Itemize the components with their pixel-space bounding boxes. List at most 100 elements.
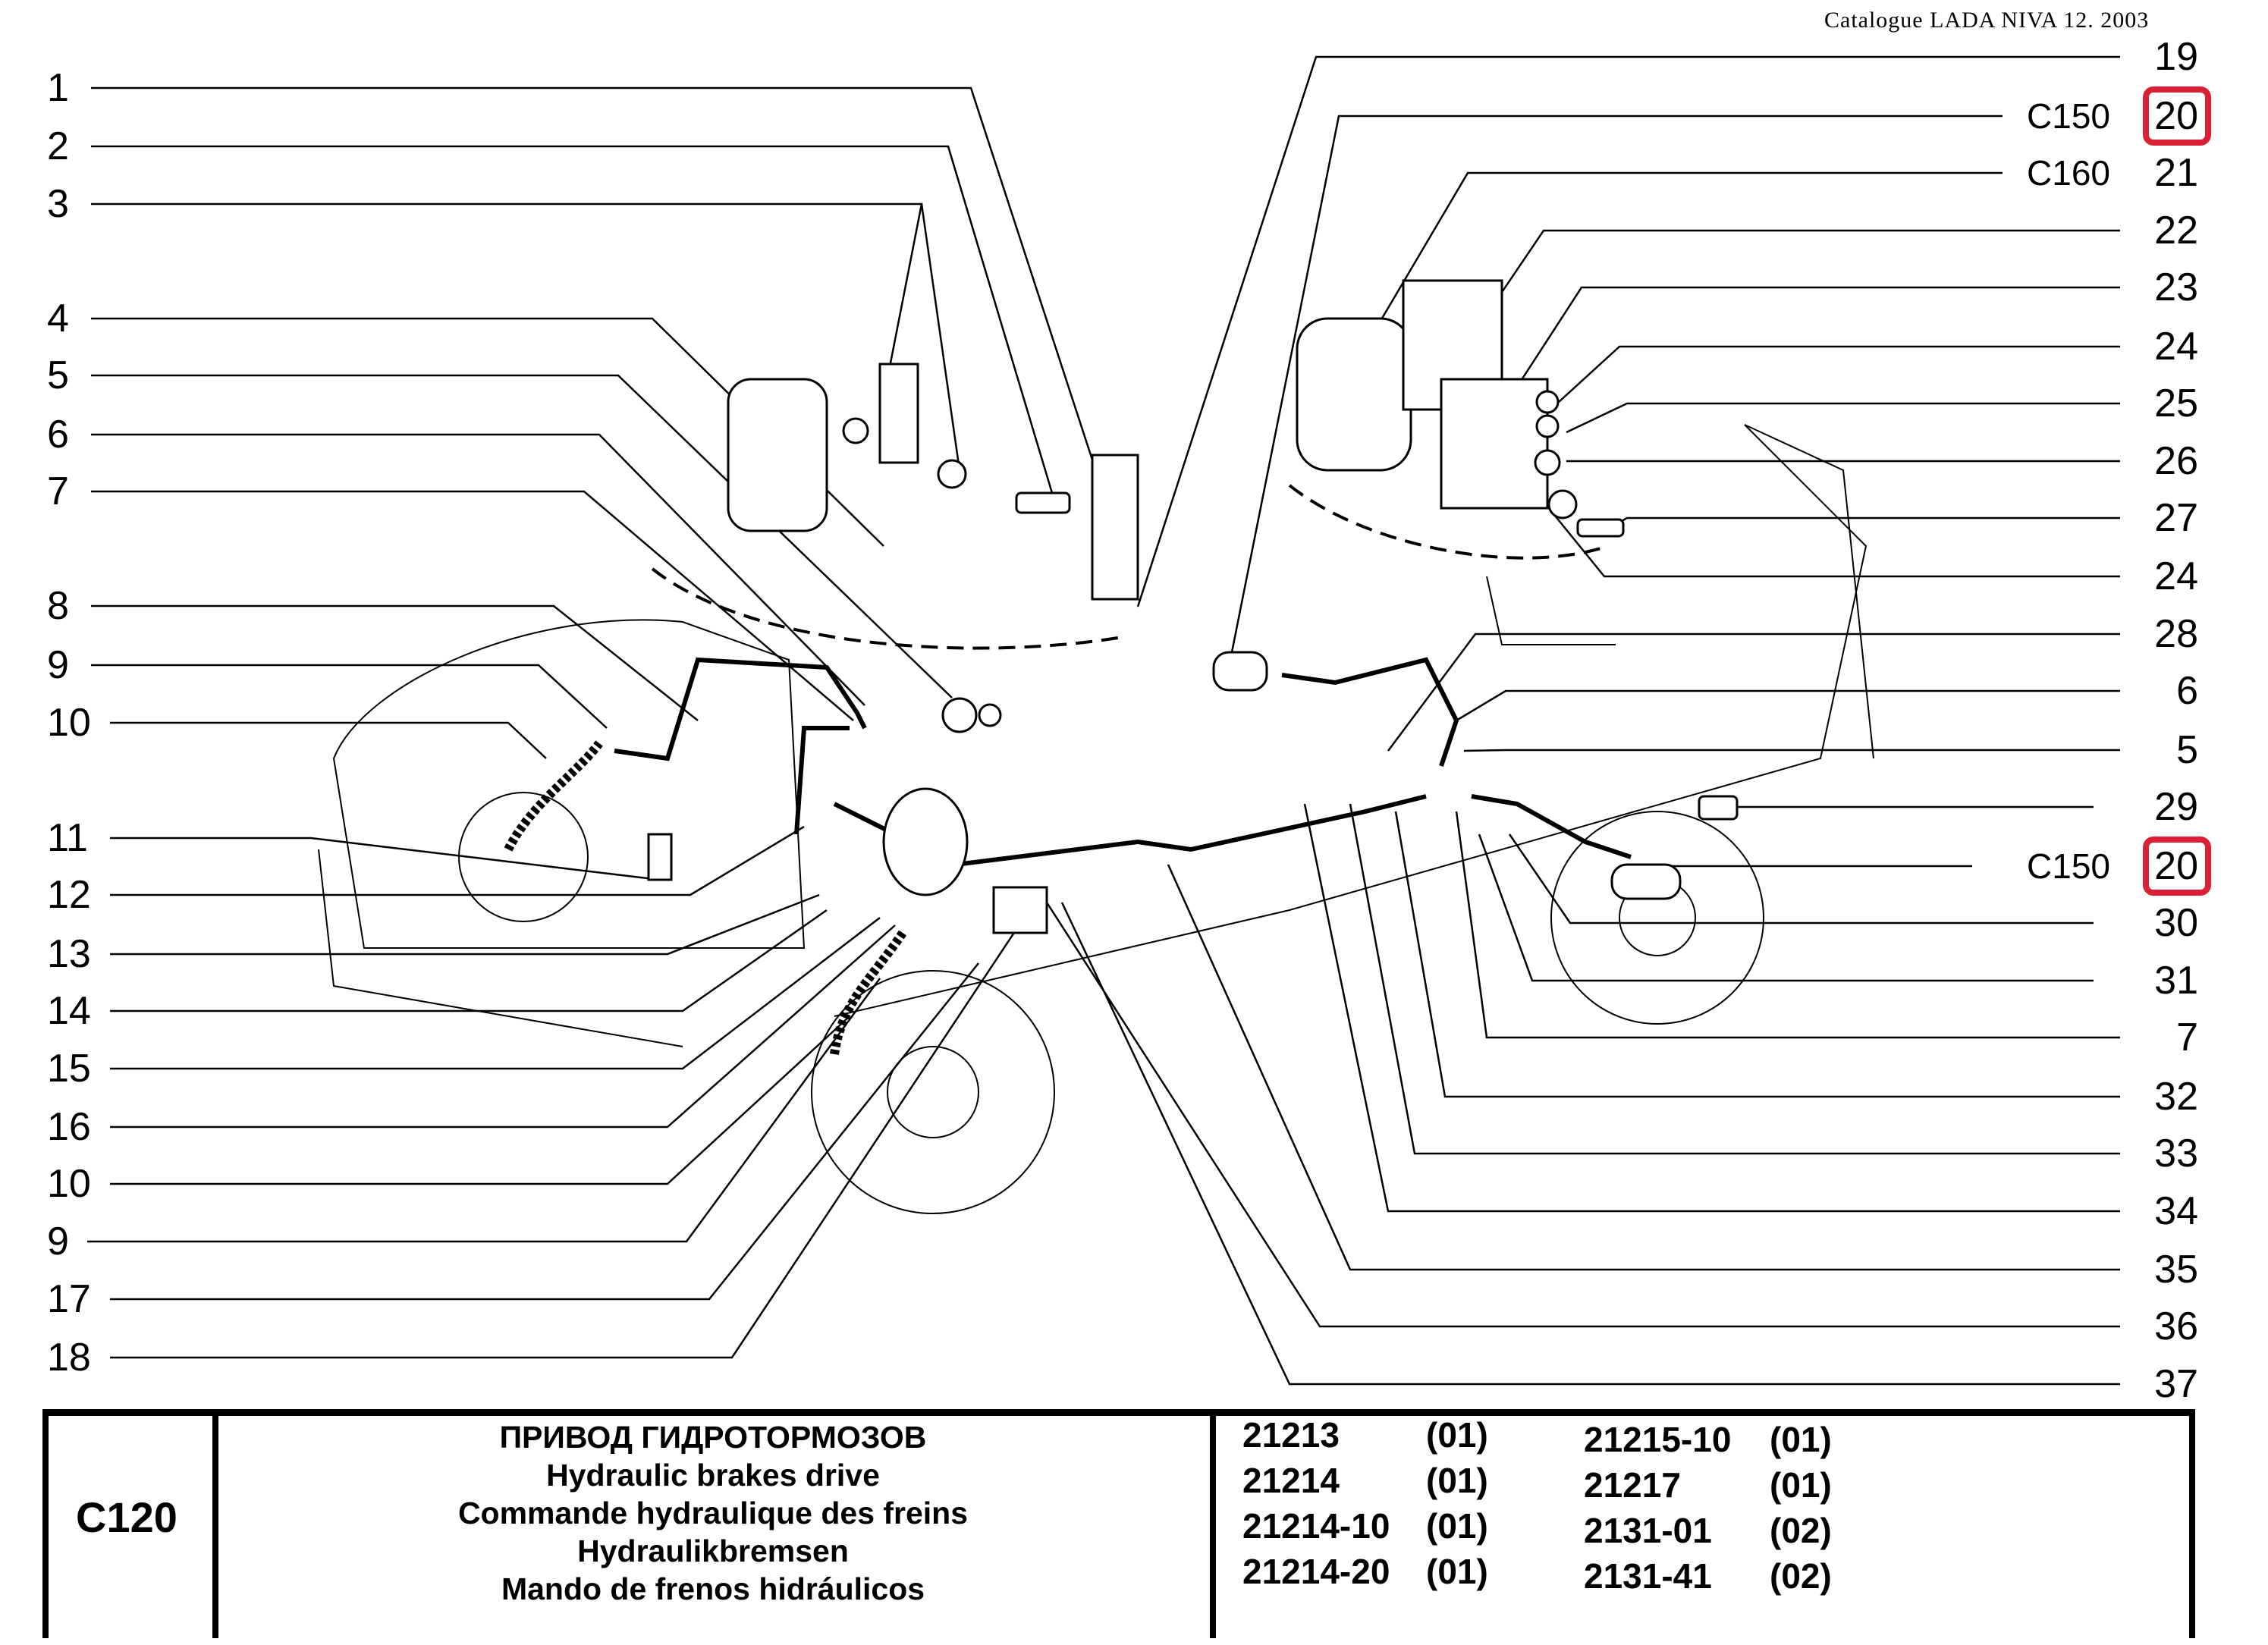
leader-34 — [1303, 803, 2120, 1213]
grommet-icon — [941, 697, 978, 733]
leader-11 — [110, 837, 661, 881]
leader-17 — [110, 962, 979, 1301]
highlight-box — [2143, 86, 2211, 146]
model-variant: (02) — [1770, 1511, 1832, 1550]
model-row: 21213 (01) — [1242, 1412, 1488, 1458]
part-label: 17 — [47, 1277, 91, 1321]
part-label: 7 — [2176, 1016, 2198, 1060]
bushing-icon-2 — [937, 459, 967, 489]
part-label: 34 — [2154, 1189, 2198, 1233]
title-de: Hydraulikbremsen — [577, 1534, 849, 1568]
vacuum-booster-icon — [882, 787, 969, 896]
pressure-regulator-icon — [1296, 317, 1412, 472]
model-variant: (01) — [1770, 1465, 1832, 1505]
part-label: 5 — [2176, 728, 2198, 772]
part-label: 11 — [47, 816, 88, 860]
part-label: 25 — [2154, 381, 2198, 425]
model-number: 21214 — [1242, 1461, 1340, 1500]
title-block-border-left — [42, 1409, 49, 1638]
model-row: 21217(01) — [1584, 1462, 1832, 1508]
bracket-plate-icon — [1440, 378, 1549, 510]
part-label: 7 — [47, 469, 69, 513]
model-row: 2131-01(02) — [1584, 1508, 1832, 1553]
part-label: 12 — [47, 873, 91, 917]
hoses — [504, 740, 906, 1055]
part-label: 26 — [2154, 439, 2198, 483]
leader-3b — [920, 203, 961, 471]
part-label: 9 — [47, 1220, 69, 1264]
detail-callout-arcs — [651, 484, 1609, 650]
model-variant: (01) — [1770, 1420, 1832, 1459]
part-label: 31 — [2154, 959, 2198, 1003]
model-list-1: 21213 (01) 21214 (01) 21214-10 (01) 21214-2… — [1242, 1412, 1488, 1594]
title-block — [42, 1409, 2194, 1645]
model-number: 21214-20 — [1242, 1552, 1390, 1591]
leader-32 — [1394, 811, 2120, 1098]
leader-2 — [91, 145, 1056, 501]
model-number: 21214-10 — [1242, 1506, 1390, 1546]
components — [647, 279, 1739, 934]
highlight-box — [2143, 837, 2211, 896]
leader-37 — [1060, 902, 2120, 1386]
leader-9b — [87, 978, 881, 1243]
model-variant: (01) — [1426, 1461, 1488, 1500]
model-row: 21214 (01) — [1242, 1458, 1488, 1503]
leader-15 — [110, 917, 881, 1070]
part-label: 6 — [2176, 669, 2198, 713]
part-label: 28 — [2154, 612, 2198, 656]
model-row: 21214-10 (01) — [1242, 1503, 1488, 1549]
leader-36 — [1045, 902, 2120, 1328]
cross-reference[interactable]: C160 — [2027, 153, 2110, 193]
cross-reference[interactable]: C150 — [2027, 96, 2110, 136]
model-number: 21213 — [1242, 1415, 1340, 1455]
leader-13 — [110, 893, 820, 956]
model-number: 2131-41 — [1584, 1556, 1712, 1596]
model-variant: (01) — [1426, 1506, 1488, 1546]
part-label: 37 — [2154, 1362, 2198, 1406]
leader-28 — [1387, 633, 2120, 752]
master-cylinder-icon — [727, 378, 828, 532]
part-label: 6 — [47, 413, 69, 457]
leader-6r — [1456, 689, 2120, 722]
part-label: 16 — [47, 1105, 91, 1149]
part-label: 27 — [2154, 496, 2198, 540]
leader-24b — [1554, 515, 2120, 578]
bracket-lever-icon — [1091, 454, 1139, 601]
part-label: 13 — [47, 932, 91, 976]
part-label: 33 — [2154, 1132, 2198, 1176]
part-label: 32 — [2154, 1075, 2198, 1119]
section-titles: ПРИВОД ГИДРОТОРМОЗОВ Hydraulic brakes dr… — [220, 1418, 1206, 1608]
leader-22 — [1493, 229, 2120, 304]
leader-7r — [1455, 811, 2120, 1039]
leader-24 — [1558, 345, 2120, 403]
model-variant: (02) — [1770, 1556, 1832, 1596]
bushing-icon — [842, 417, 869, 444]
part-label: 2 — [47, 124, 69, 168]
leader-18 — [110, 894, 1041, 1359]
nut-icon — [1534, 449, 1561, 476]
leader-5 — [91, 374, 953, 698]
part-label: 30 — [2154, 901, 2198, 945]
bolt-icon — [1576, 518, 1625, 538]
cross-reference[interactable]: C150 — [2027, 846, 2110, 886]
leader-10b — [110, 1016, 850, 1185]
vehicle-outline — [318, 424, 1874, 1214]
section-code: C120 — [76, 1493, 177, 1541]
leader-9 — [91, 664, 608, 729]
bolt-icon-2 — [1015, 491, 1071, 514]
leader-14 — [110, 909, 828, 1012]
part-label: 21 — [2154, 151, 2198, 195]
model-variant: (01) — [1426, 1415, 1488, 1455]
title-ru: ПРИВОД ГИДРОТОРМОЗОВ — [499, 1420, 927, 1455]
title-en: Hydraulic brakes drive — [546, 1458, 880, 1493]
part-label: 4 — [47, 297, 69, 341]
part-label: 8 — [47, 584, 69, 628]
brake-lines — [614, 657, 1632, 868]
lever-icon — [878, 363, 919, 464]
part-label: 10 — [47, 701, 91, 745]
leader-19 — [1136, 55, 2120, 607]
bolt-icon-3 — [1698, 795, 1739, 821]
part-label: 36 — [2154, 1304, 2198, 1348]
part-label: 5 — [47, 353, 69, 397]
